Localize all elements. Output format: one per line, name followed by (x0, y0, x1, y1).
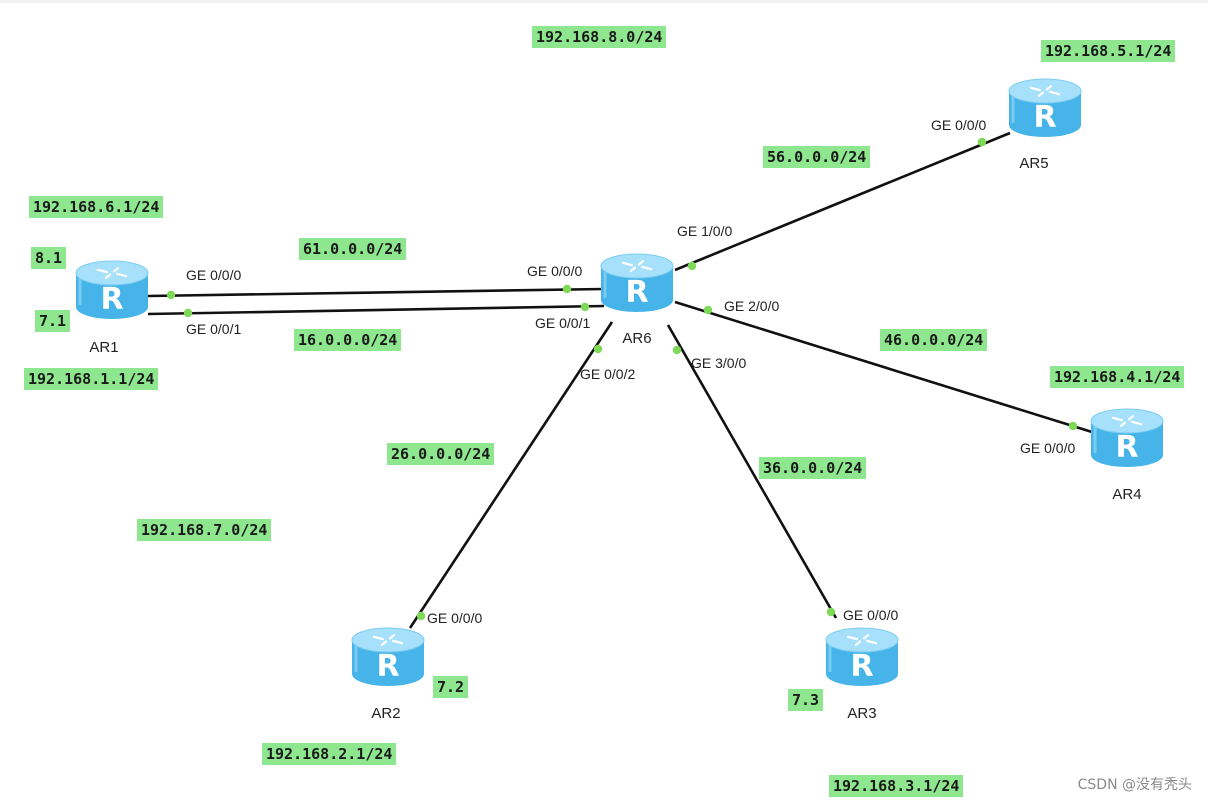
port-dot (580, 302, 590, 312)
router-glyph: R (1115, 430, 1138, 465)
link-label-16-0-0-0: 16.0.0.0/24 (294, 329, 402, 351)
network-label-192-168-2-1: 192.168.2.1/24 (262, 743, 397, 765)
router-icon-ar2[interactable]: R (351, 627, 425, 686)
link-label-61-0-0-0: 61.0.0.0/24 (299, 238, 407, 260)
host-label-7-1: 7.1 (35, 310, 71, 332)
port-dot (1068, 421, 1078, 431)
interface-label-ar6-ge2-0-0: GE 2/0/0 (724, 298, 780, 314)
network-label-192-168-1-1: 192.168.1.1/24 (24, 368, 159, 390)
router-name-ar1: AR1 (89, 339, 119, 356)
port-dot (183, 308, 193, 318)
router-icon-ar6[interactable]: R (600, 253, 674, 312)
interface-label-ar1-ge0-0-1: GE 0/0/1 (186, 321, 242, 337)
interface-label-ar2-ge0-0-0: GE 0/0/0 (427, 610, 483, 626)
port-dot (977, 137, 987, 147)
watermark: CSDN @没有秃头 (1077, 777, 1192, 793)
host-label-8-1: 8.1 (31, 247, 67, 269)
interface-label-ar6-ge0-0-1: GE 0/0/1 (535, 315, 591, 331)
link-label-36-0-0-0: 36.0.0.0/24 (759, 457, 867, 479)
link-label-46-0-0-0: 46.0.0.0/24 (880, 329, 988, 351)
link-46-0-0-0-24 (674, 300, 1093, 434)
host-label-7-2: 7.2 (433, 676, 469, 698)
top-border (0, 0, 1208, 3)
port-dot (826, 607, 836, 617)
port-dot (672, 345, 682, 355)
port-dot (166, 290, 176, 300)
interface-label-ar6-ge0-0-2: GE 0/0/2 (580, 366, 636, 382)
network-label-192-168-8-0: 192.168.8.0/24 (532, 26, 667, 48)
interface-label-ar1-ge0-0-0: GE 0/0/0 (186, 267, 242, 283)
router-name-ar5: AR5 (1019, 155, 1049, 172)
router-icon-ar3[interactable]: R (825, 627, 899, 686)
link-61-0-0-0-24 (147, 287, 605, 298)
router-glyph: R (1033, 100, 1056, 135)
interface-label-ar6-ge3-0-0: GE 3/0/0 (691, 355, 747, 371)
link-26-0-0-0-24 (408, 321, 614, 629)
port-dot (687, 261, 697, 271)
network-label-192-168-5-1: 192.168.5.1/24 (1041, 40, 1176, 62)
router-icon-ar5[interactable]: R (1008, 78, 1082, 137)
interface-label-ar3-ge0-0-0: GE 0/0/0 (843, 607, 899, 623)
interface-label-ar5-ge0-0-0: GE 0/0/0 (931, 117, 987, 133)
network-label-192-168-6-1: 192.168.6.1/24 (29, 196, 164, 218)
link-56-0-0-0-24 (674, 131, 1011, 272)
port-dot (416, 611, 426, 621)
network-label-192-168-4-1: 192.168.4.1/24 (1050, 366, 1185, 388)
router-glyph: R (625, 275, 648, 310)
router-name-ar3: AR3 (847, 705, 877, 722)
router-glyph: R (376, 649, 399, 684)
network-label-192-168-3-1: 192.168.3.1/24 (829, 775, 964, 797)
port-dot (703, 305, 713, 315)
interface-label-ar6-ge1-0-0: GE 1/0/0 (677, 223, 733, 239)
port-dot (562, 284, 572, 294)
router-glyph: R (100, 282, 123, 317)
router-glyph: R (850, 649, 873, 684)
network-label-192-168-7-0: 192.168.7.0/24 (137, 519, 272, 541)
link-label-26-0-0-0: 26.0.0.0/24 (387, 443, 495, 465)
link-36-0-0-0-24 (666, 324, 838, 619)
interface-label-ar6-ge0-0-0: GE 0/0/0 (527, 263, 583, 279)
link-16-0-0-0-24 (147, 304, 605, 316)
routers-layer: R R R R R R (75, 78, 1164, 686)
router-icon-ar1[interactable]: R (75, 260, 149, 319)
router-name-ar2: AR2 (371, 705, 401, 722)
port-dot (593, 344, 603, 354)
router-name-ar4: AR4 (1112, 486, 1142, 503)
ports-layer (166, 137, 1078, 621)
router-name-ar6: AR6 (622, 330, 652, 347)
router-icon-ar4[interactable]: R (1090, 408, 1164, 467)
interface-label-ar4-ge0-0-0: GE 0/0/0 (1020, 440, 1076, 456)
host-label-7-3: 7.3 (788, 689, 824, 711)
link-label-56-0-0-0: 56.0.0.0/24 (763, 146, 871, 168)
links-layer (147, 131, 1093, 629)
